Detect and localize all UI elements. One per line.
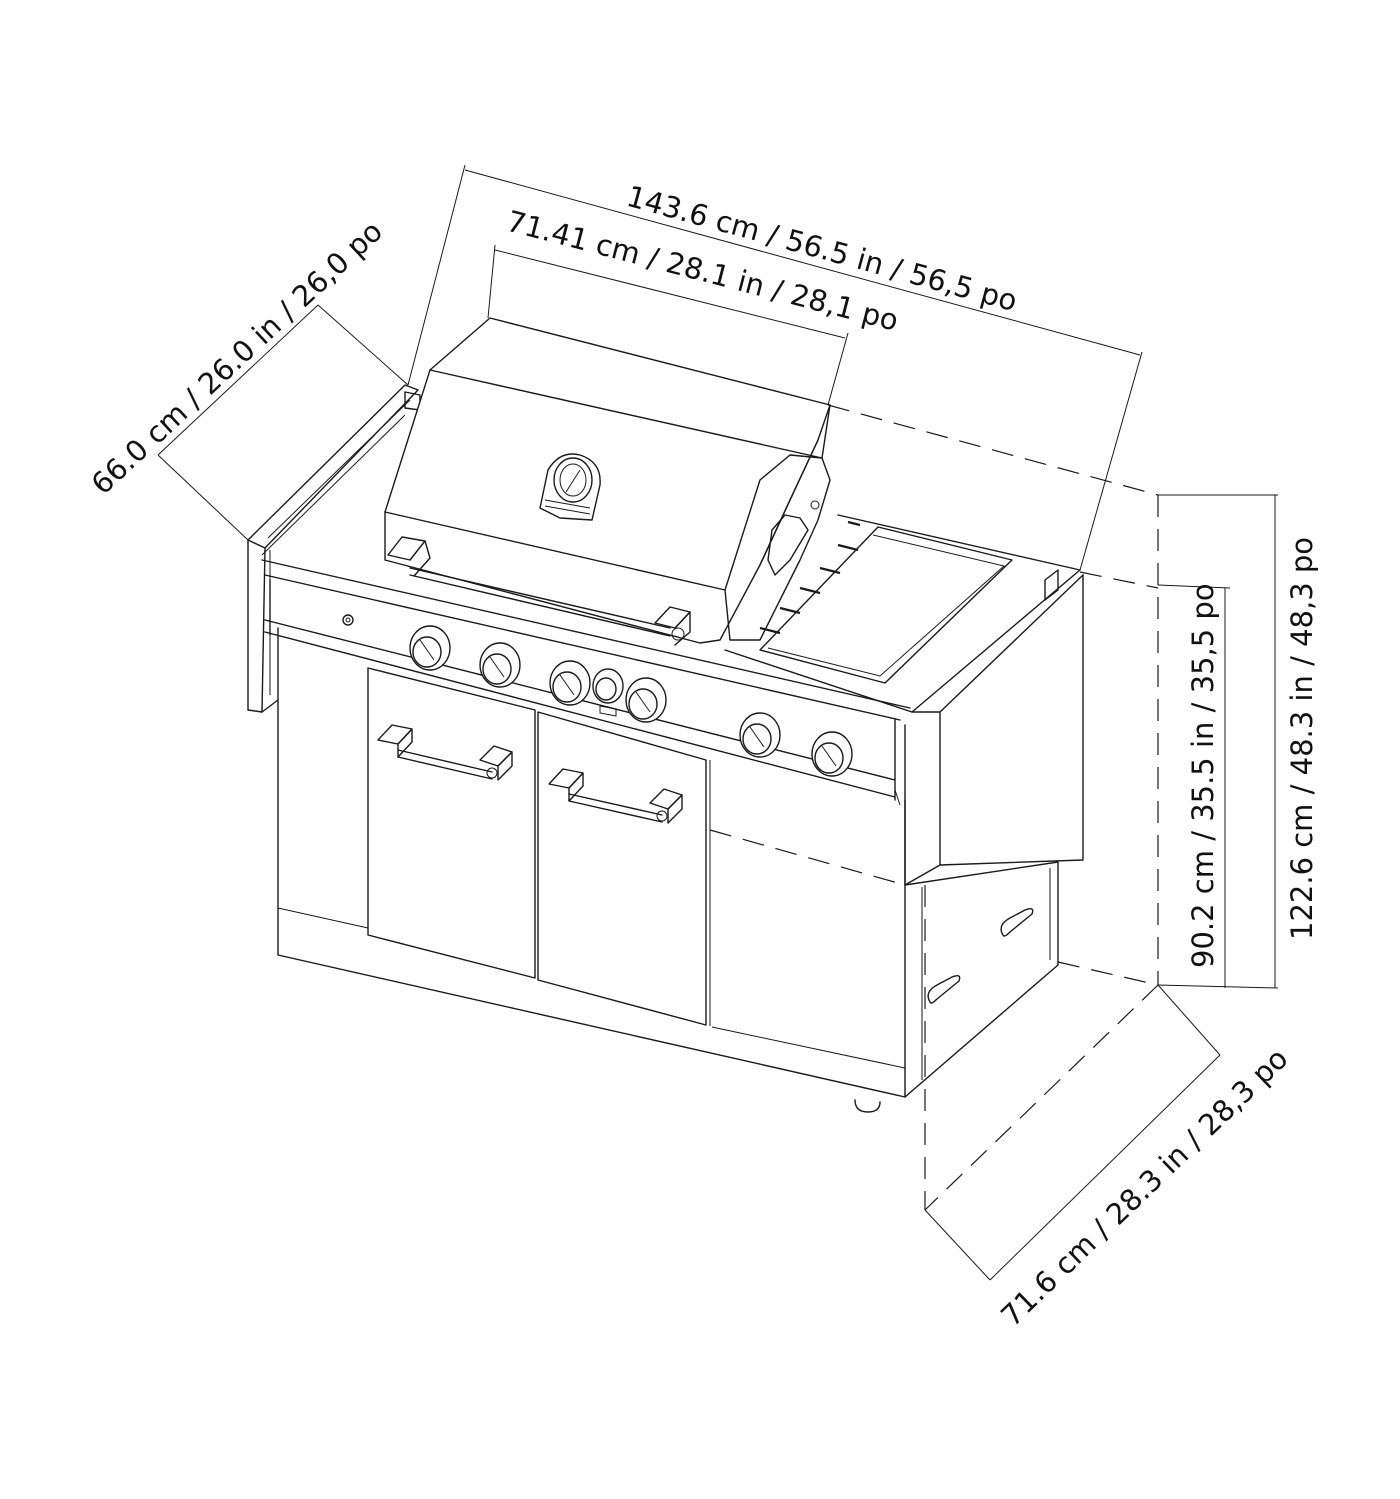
burner-knob-1[interactable] — [409, 625, 451, 671]
control-panel — [261, 559, 911, 806]
control-knobs — [409, 625, 853, 777]
lid-handle[interactable] — [387, 536, 691, 646]
side-burner-knob-2[interactable] — [811, 731, 853, 777]
igniter-button-icon[interactable] — [342, 614, 354, 626]
burner-knob-3[interactable] — [549, 660, 591, 706]
counter-height-label: 90.2 cm / 35.5 in / 35,5 po — [1186, 583, 1220, 968]
burner-knob-4[interactable] — [625, 677, 667, 723]
thermometer-gauge-icon — [539, 453, 601, 521]
side-burner-knob-1[interactable] — [739, 712, 781, 758]
lid-depth-label: 66.0 cm / 26.0 in / 26,0 po — [85, 214, 389, 501]
dimension-lines — [157, 164, 1279, 1281]
overall-depth-label: 71.6 cm / 28.3 in / 28,3 po — [994, 1041, 1294, 1333]
grill-illustration — [247, 317, 1084, 1113]
grill-lid — [384, 317, 831, 646]
right-door-handle[interactable] — [548, 768, 683, 824]
cabinet-doors — [367, 667, 711, 1026]
cabinet — [277, 627, 1059, 1113]
dimension-labels: 143.6 cm / 56.5 in / 56,5 po 71.41 cm / … — [85, 179, 1319, 1333]
rotisserie-knob[interactable] — [592, 668, 624, 704]
side-burner-shelf — [724, 514, 1084, 886]
burner-knob-2[interactable] — [479, 642, 521, 688]
left-door-handle[interactable] — [377, 724, 513, 781]
left-side-panel — [247, 384, 421, 713]
knob-badge-icon — [599, 705, 617, 717]
overall-height-label: 122.6 cm / 48.3 in / 48,3 po — [1285, 537, 1319, 940]
